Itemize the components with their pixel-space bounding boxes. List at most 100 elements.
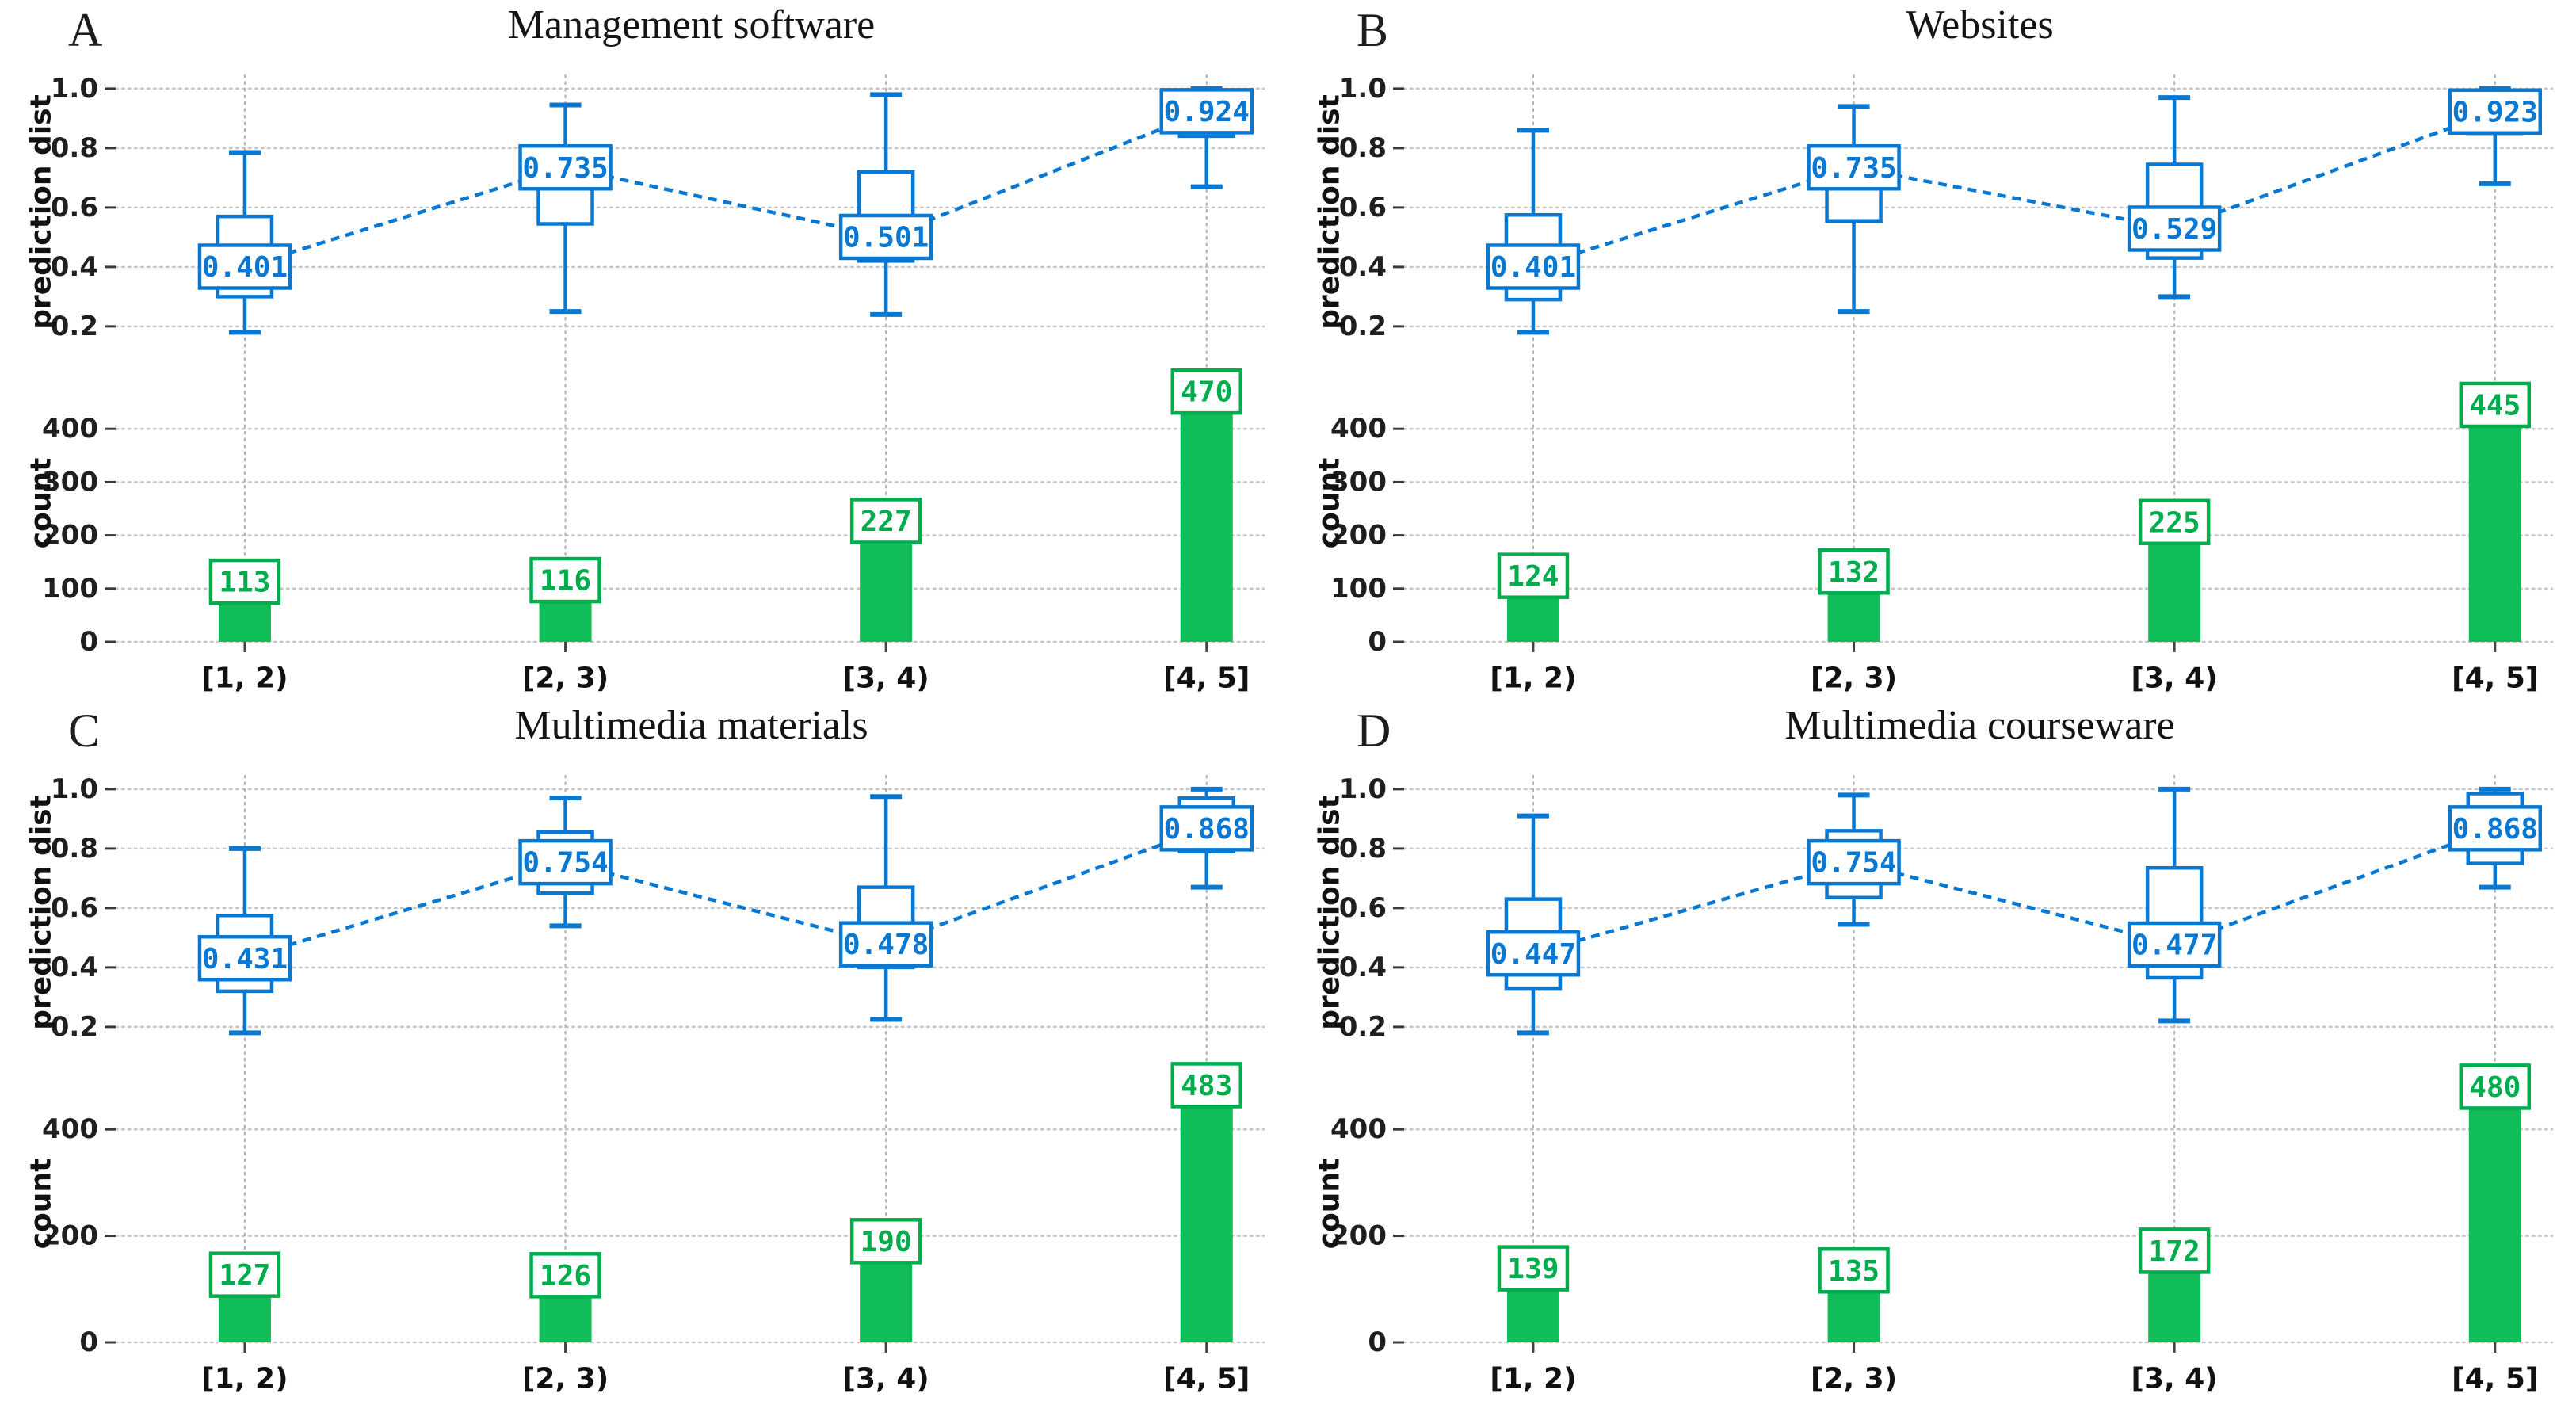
median-label-box [1486,930,1581,977]
median-label-box [1486,243,1581,290]
count-label-box [2138,1227,2211,1274]
median-connector-line [244,826,1208,960]
median-label: 0.401 [202,251,288,284]
count-label: 480 [2469,1071,2521,1104]
y-axis-label-count: count [1314,1159,1346,1250]
count-label-box [208,558,281,605]
category-tick-label: [4, 5] [2452,1363,2538,1395]
count-label: 470 [1181,376,1232,409]
count-label-box [529,556,601,604]
count-label-box [2459,1063,2531,1110]
panel-chart-svg: 0.20.40.60.81.002004000.4310.7540.4780.8… [25,773,1265,1395]
panel-letter: A [68,4,103,56]
count-label-box [1497,552,1570,599]
y-axis-label-prediction-dist: prediction dist [1314,94,1346,330]
y-axis-label-count: count [25,1159,58,1250]
y-axis-label-prediction-dist: prediction dist [25,94,58,330]
y-tick-label: 0.4 [51,251,98,283]
median-label: 0.868 [1164,813,1250,846]
panel-title: Websites [1906,2,2054,48]
y-axis-label-count: count [25,458,58,549]
y-tick-label: 0 [79,626,98,658]
count-label: 172 [2149,1235,2200,1268]
median-label: 0.529 [2131,213,2217,246]
count-label: 135 [1828,1255,1880,1288]
bar [1180,391,1233,642]
category-tick-label: [3, 4) [2131,1363,2218,1395]
panel-letter: B [1357,4,1389,56]
count-label: 483 [1181,1070,1232,1102]
y-tick-label: 100 [42,573,98,605]
y-tick-label: 400 [42,413,98,445]
median-label: 0.478 [843,929,929,961]
y-tick-label: 0.8 [51,833,98,865]
category-tick-label: [2, 3) [522,662,609,695]
panel-title: Multimedia courseware [1784,703,2175,748]
y-tick-label: 300 [1330,466,1387,498]
median-connector-line [244,109,1208,269]
median-label: 0.754 [522,847,608,880]
category-tick-label: [4, 5] [1163,662,1250,695]
category-tick-label: [1, 2) [1490,1363,1576,1395]
count-label: 124 [1507,560,1559,593]
y-tick-label: 0.4 [1339,952,1387,983]
count-label-box [849,498,922,544]
median-label: 0.735 [1811,152,1896,185]
y-tick-label: 200 [42,520,98,552]
y-tick-label: 200 [1330,1220,1387,1252]
y-tick-label: 0.8 [1339,833,1387,865]
panel-chart-svg: 0.20.40.60.81.002004000.4470.7540.4770.8… [1314,773,2554,1395]
y-tick-label: 0.6 [51,892,98,924]
median-label-box [2127,205,2222,252]
category-tick-label: [4, 5] [2452,662,2538,695]
median-label-box [838,921,933,968]
y-tick-label: 0.6 [1339,192,1387,223]
panel-chart-svg: 0.20.40.60.81.001002003004000.4010.7350.… [1314,73,2554,695]
median-label: 0.735 [522,152,608,185]
count-label-box [2459,381,2531,429]
y-tick-label: 0.2 [51,1011,98,1043]
y-tick-label: 1.0 [51,773,98,805]
count-label: 139 [1507,1253,1559,1285]
category-tick-label: [2, 3) [522,1363,609,1395]
median-label-box [1159,88,1254,135]
y-tick-label: 0 [1368,626,1387,658]
median-label-box [518,838,613,886]
y-tick-label: 400 [42,1113,98,1145]
category-tick-label: [3, 4) [843,662,929,695]
y-tick-label: 0.8 [1339,132,1387,164]
median-label: 0.431 [202,943,288,975]
category-tick-label: [1, 2) [201,1363,288,1395]
median-label: 0.477 [2131,930,2217,962]
y-tick-label: 0.2 [51,311,98,342]
median-label-box [2448,805,2542,852]
median-label: 0.754 [1811,847,1896,880]
panel-letter: C [68,704,101,757]
count-label: 225 [2149,506,2200,539]
median-label: 0.501 [843,222,929,254]
count-label: 127 [219,1259,270,1292]
y-tick-label: 0.8 [51,132,98,164]
median-connector-line [1532,826,2496,956]
count-label-box [2138,498,2211,546]
count-label-box [1818,1247,1890,1294]
panel-letter: D [1357,704,1391,757]
count-label-box [208,1251,281,1298]
panel-chart-svg: 0.20.40.60.81.001002003004000.4010.7350.… [25,73,1265,695]
y-tick-label: 0.2 [1339,311,1387,342]
category-tick-label: [2, 3) [1811,1363,1897,1395]
y-tick-label: 1.0 [1339,73,1387,105]
y-tick-label: 0 [79,1327,98,1358]
median-label-box [2127,921,2222,968]
median-label-box [518,144,613,191]
y-tick-label: 0.6 [51,192,98,223]
y-tick-label: 400 [1330,1113,1387,1145]
count-label: 116 [540,565,591,597]
count-label-box [1818,548,1890,595]
count-label-box [529,1252,601,1299]
median-label-box [197,243,292,290]
